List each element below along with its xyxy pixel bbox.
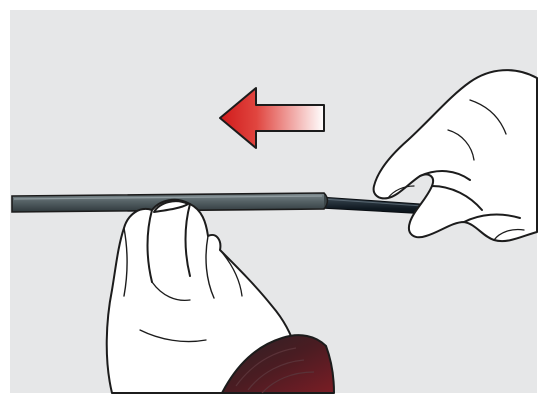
instruction-illustration [0, 0, 547, 403]
illustration-frame [0, 0, 547, 403]
